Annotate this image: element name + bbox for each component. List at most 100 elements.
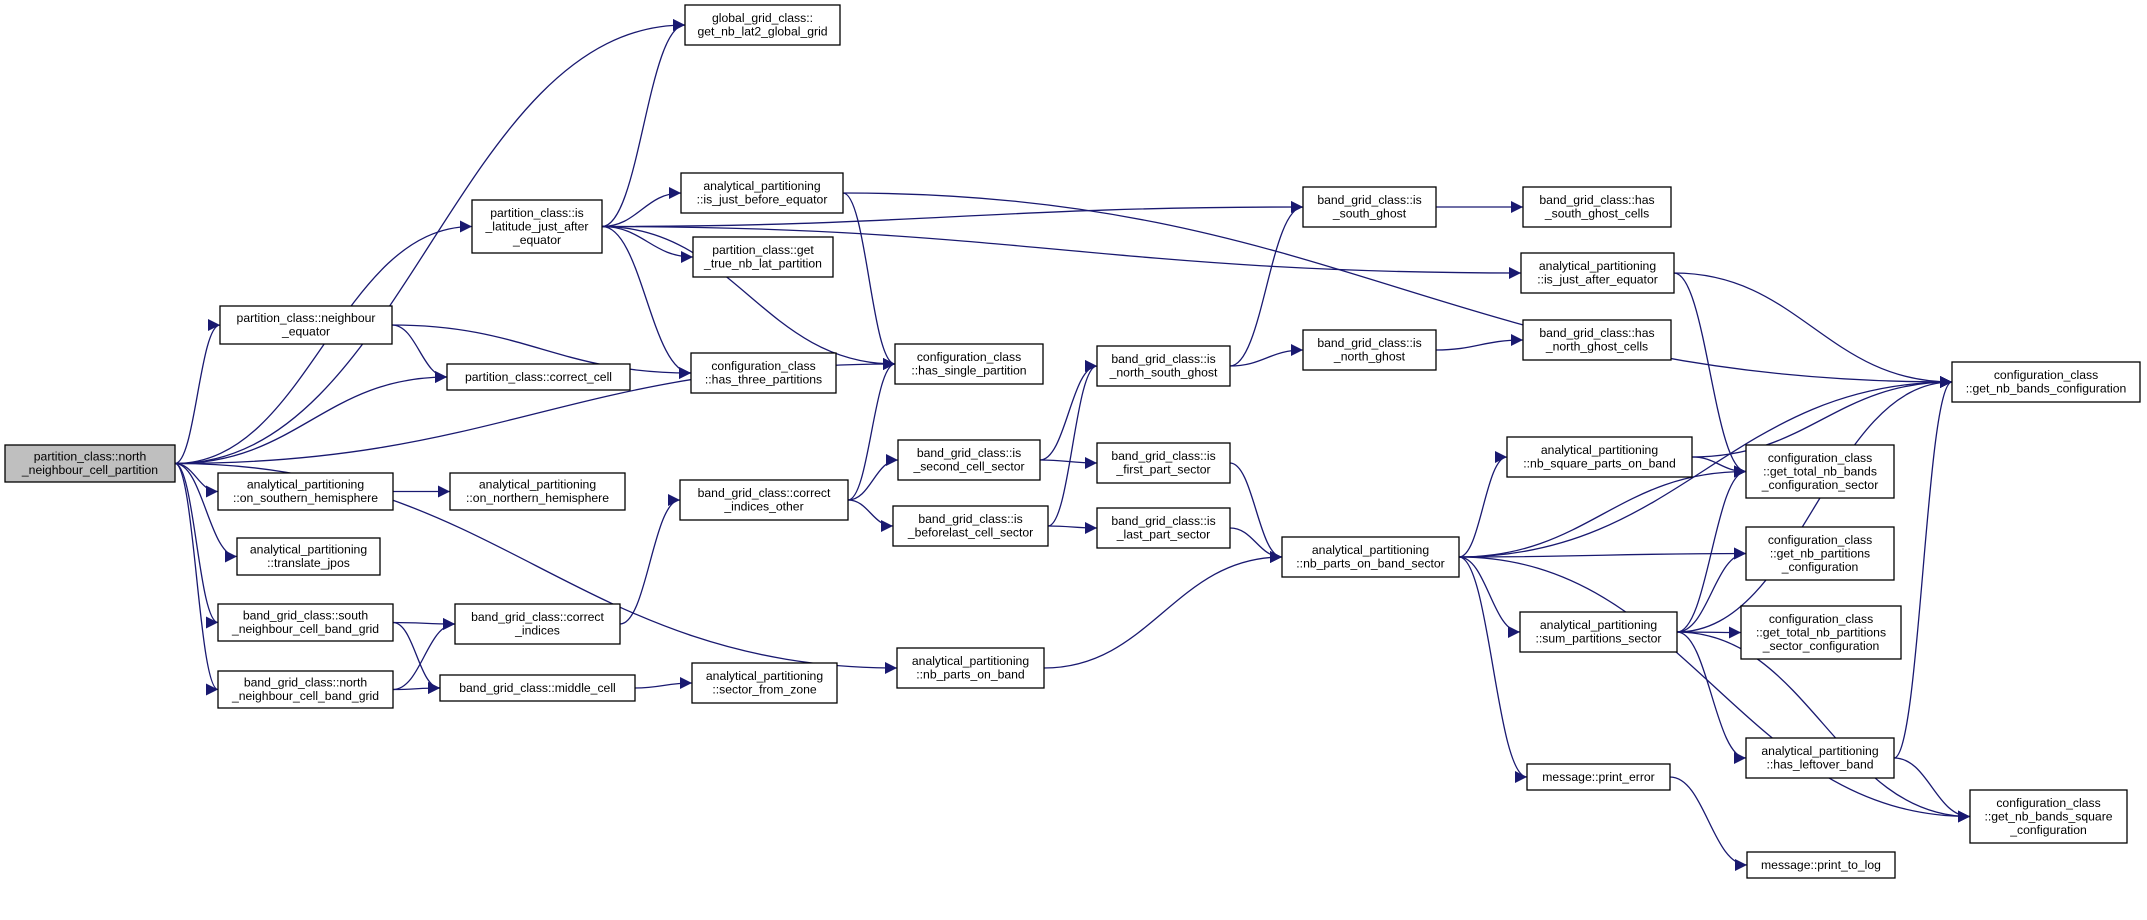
node-box [1096,507,1231,549]
call-edge-pce-to-gg [601,19,686,228]
function-node-root[interactable]: partition_class::north_neighbour_cell_pa… [4,444,176,483]
function-node-apnb[interactable]: analytical_partitioning::nb_parts_on_ban… [896,647,1045,689]
node-label-line: ::get_nb_bands_square [1984,809,2112,823]
function-node-cctnp[interactable]: configuration_class::get_total_nb_partit… [1740,605,1902,660]
node-box [1740,605,1902,660]
node-label-line: band_grid_class::is [1317,336,1421,350]
edge-path [174,319,221,465]
function-node-bgn[interactable]: band_grid_class::north_neighbour_cell_ba… [217,670,394,709]
function-node-mpl[interactable]: message::print_to_log [1746,851,1896,879]
function-node-bgbl[interactable]: band_grid_class::is_beforelast_cell_sect… [892,505,1049,547]
function-node-bg2[interactable]: band_grid_class::is_second_cell_sector [897,439,1041,481]
call-edge-apja-to-cctnb [1673,272,1747,478]
node-label-line: configuration_class [711,359,815,373]
function-node-bgm[interactable]: band_grid_class::middle_cell [439,674,636,702]
edge-path [1043,551,1283,669]
function-node-apnbs[interactable]: analytical_partitioning::nb_parts_on_ban… [1281,536,1460,578]
edge-path [1458,547,1747,560]
function-node-pctn[interactable]: partition_class::get_true_nb_lat_partiti… [692,236,834,278]
function-node-bgci[interactable]: band_grid_class::correct_indices [454,603,621,645]
call-edge-pce-to-apjb [601,187,682,228]
function-node-bghn[interactable]: band_grid_class::has_north_ghost_cells [1522,319,1672,361]
node-box [897,439,1041,481]
function-node-apjb[interactable]: analytical_partitioning::is_just_before_… [680,172,844,214]
node-box [217,603,394,642]
edge-path [619,494,681,625]
node-label-line: ::on_northern_hemisphere [466,491,609,505]
function-node-mpe[interactable]: message::print_error [1526,763,1671,791]
call-edge-bgnsg-to-bgsg [1229,201,1304,367]
function-node-aps[interactable]: analytical_partitioning::on_southern_hem… [217,472,394,511]
node-label-line: analytical_partitioning [1540,618,1657,632]
node-label-line: configuration_class [1769,612,1873,626]
node-box [1302,329,1437,371]
function-node-apnsq[interactable]: analytical_partitioning::nb_square_parts… [1506,436,1693,478]
edge-path [392,621,441,694]
function-node-apsz[interactable]: analytical_partitioning::sector_from_zon… [691,662,838,704]
edge-path [174,19,686,465]
edge-path [601,225,1522,279]
node-label-line: _north_south_ghost [1109,366,1218,380]
function-node-cc3[interactable]: configuration_class::has_three_partition… [690,352,837,394]
function-node-apn[interactable]: analytical_partitioning::on_northern_hem… [449,472,626,511]
node-label-line: partition_class::get [712,243,814,257]
node-box [1519,611,1678,653]
function-node-pcc[interactable]: partition_class::correct_cell [446,363,631,391]
node-label-line: _south_ghost_cells [1544,207,1649,221]
call-edge-root-to-pcc [174,371,448,465]
node-label-line: _neighbour_cell_partition [21,463,158,477]
function-node-ccsq[interactable]: configuration_class::get_nb_bands_square… [1969,789,2128,844]
node-label-line: analytical_partitioning [250,543,367,557]
function-node-apja[interactable]: analytical_partitioning::is_just_after_e… [1520,252,1675,294]
call-edge-bgn-to-bgci [392,618,456,691]
node-label-line: analytical_partitioning [1312,543,1429,557]
function-node-apt[interactable]: analytical_partitioning::translate_jpos [236,537,381,576]
node-box [449,472,626,511]
function-node-cctnb[interactable]: configuration_class::get_total_nb_bands_… [1745,444,1895,499]
call-edge-apsum-to-ccnp [1676,547,1747,633]
call-edge-apnbs-to-ccnp [1458,547,1747,560]
node-label-line: ::has_leftover_band [1766,758,1873,772]
node-label-line: ::has_three_partitions [705,373,822,387]
edge-path [601,201,1304,228]
function-node-aphl[interactable]: analytical_partitioning::has_leftover_ba… [1745,737,1895,779]
node-label-line: band_grid_class::correct [698,486,831,500]
edge-path [601,225,692,379]
node-label-line: ::has_single_partition [911,364,1026,378]
call-edge-bg2-to-bgnsg [1039,360,1098,461]
function-node-bglp[interactable]: band_grid_class::is_last_part_sector [1096,507,1231,549]
node-label-line: get_nb_lat2_global_grid [697,25,827,39]
call-edge-bgbl-to-bgnsg [1047,360,1098,527]
node-label-line: ::get_nb_bands_configuration [1966,382,2127,396]
function-node-bgnsg[interactable]: band_grid_class::is_north_south_ghost [1096,345,1231,387]
function-node-apsum[interactable]: analytical_partitioning::sum_partitions_… [1519,611,1678,653]
node-label-line: ::nb_square_parts_on_band [1523,457,1675,471]
node-label-line: band_grid_class::has [1539,326,1654,340]
function-node-pcn[interactable]: partition_class::neighbour_equator [219,305,393,345]
node-label-line: analytical_partitioning [912,654,1029,668]
function-node-bgng[interactable]: band_grid_class::is_north_ghost [1302,329,1437,371]
call-edge-apnb-to-apnbs [1043,551,1283,669]
call-edge-bgcio-to-cch1 [847,358,896,501]
function-node-pce[interactable]: partition_class::is_latitude_just_after_… [471,199,603,254]
node-box [446,363,631,391]
call-edge-apnbs-to-mpe [1458,556,1528,783]
edge-path [1893,376,1953,759]
call-edge-apsum-to-cctnb [1676,465,1747,633]
function-node-gg[interactable]: global_grid_class::get_nb_lat2_global_gr… [684,4,841,46]
node-box [1096,345,1231,387]
edge-path [1458,556,1971,823]
node-label-line: _indices_other [723,500,803,514]
function-node-bgcio[interactable]: band_grid_class::correct_indices_other [679,479,849,521]
edge-path [1458,376,1953,558]
node-box [680,172,844,214]
function-node-bgs[interactable]: band_grid_class::south_neighbour_cell_ba… [217,603,394,642]
function-node-cch1[interactable]: configuration_class::has_single_partitio… [894,343,1044,385]
function-node-bghs[interactable]: band_grid_class::has_south_ghost_cells [1522,186,1672,228]
function-node-bgfp[interactable]: band_grid_class::is_first_part_sector [1096,442,1231,484]
node-label-line: _second_cell_sector [912,460,1024,474]
function-node-ccnbc[interactable]: configuration_class::get_nb_bands_config… [1951,361,2141,403]
function-node-ccnp[interactable]: configuration_class::get_nb_partitions_c… [1745,526,1895,581]
node-box [896,647,1045,689]
function-node-bgsg[interactable]: band_grid_class::is_south_ghost [1302,186,1437,228]
